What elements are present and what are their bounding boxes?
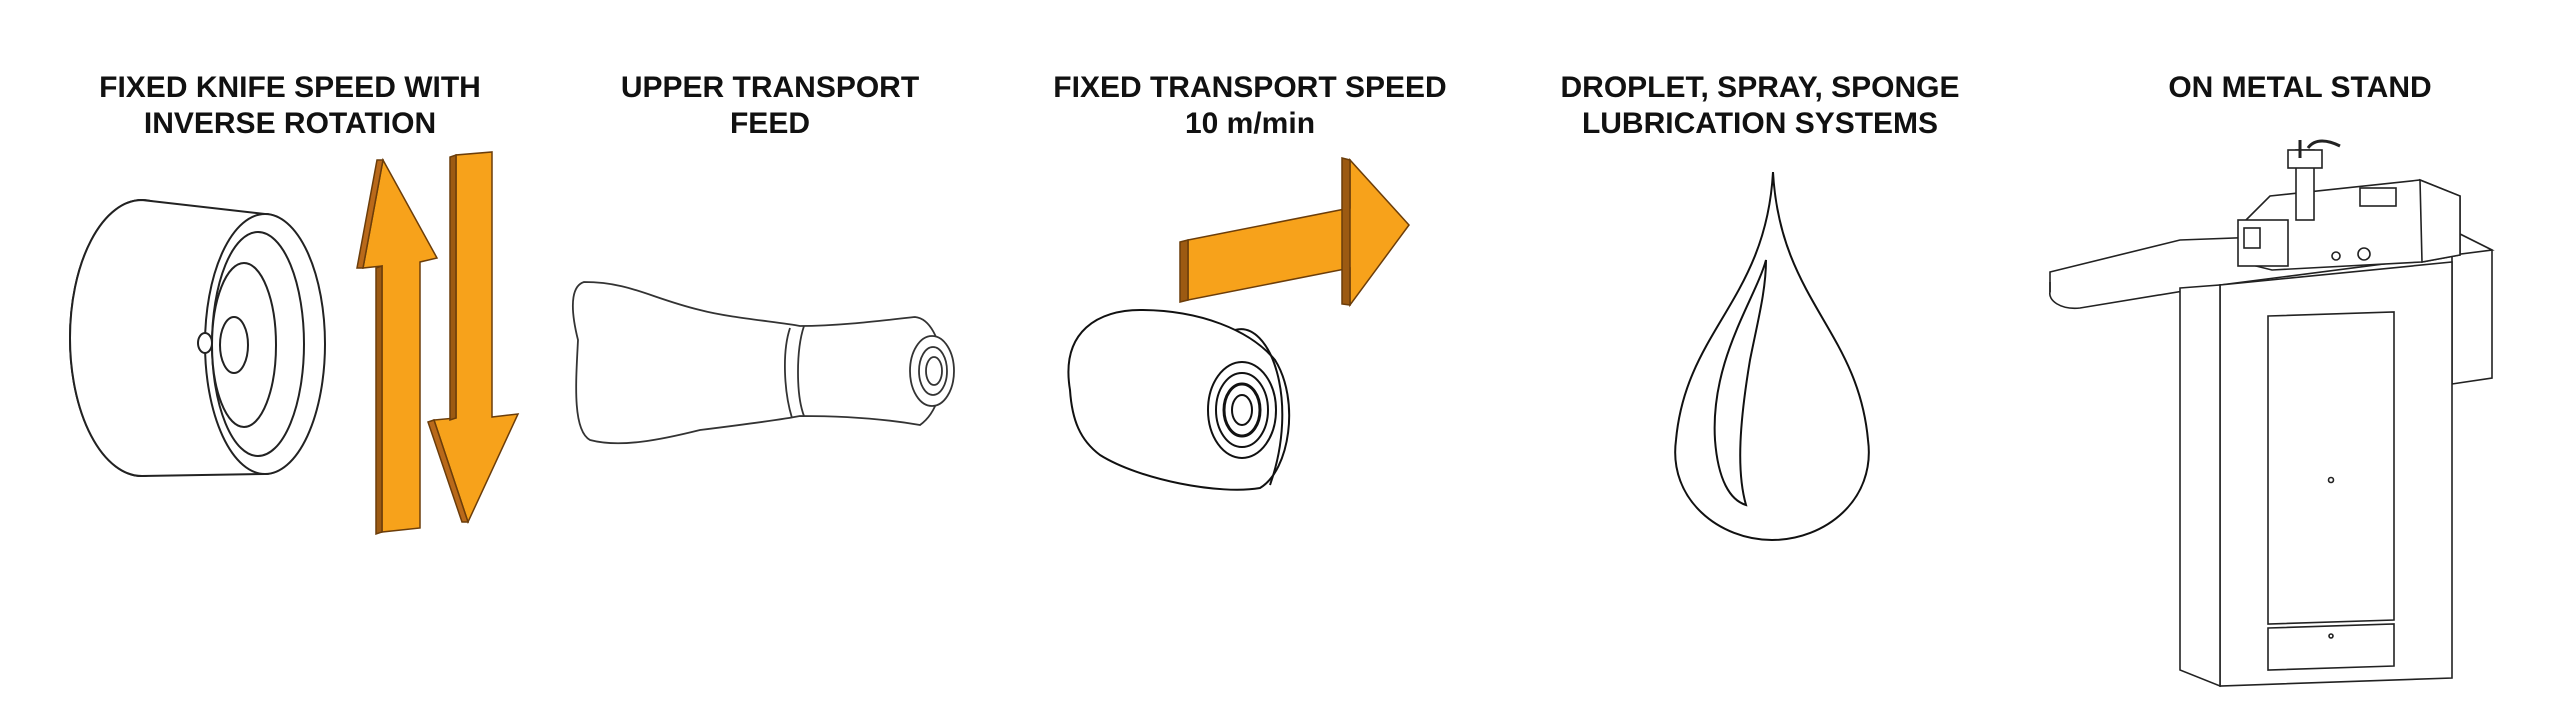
feature-title-line-1: FIXED KNIFE SPEED WITH (99, 71, 481, 104)
feature-lubrication-systems: DROPLET, SPRAY, SPONGE LUBRICATION SYSTE… (1540, 0, 1980, 717)
wheel-icon (1067, 308, 1291, 491)
feature-title-line-2: LUBRICATION SYSTEMS (1581, 107, 1939, 140)
feature-upper-transport-feed: UPPER TRANSPORT FEED (560, 0, 980, 717)
feature-title: ON METAL STAND (2040, 70, 2560, 106)
feature-title-line-2: FEED (729, 107, 810, 140)
knife-icon (68, 198, 326, 478)
feature-title-line-2: 10 m/min (1184, 107, 1316, 140)
droplet-icon (1674, 171, 1870, 542)
feature-title: FIXED KNIFE SPEED WITH INVERSE ROTATION (30, 70, 550, 142)
feature-title-line-1: ON METAL STAND (2168, 71, 2432, 104)
transport-wheel-with-arrow-icon (1067, 157, 1410, 491)
feature-fixed-transport-speed: FIXED TRANSPORT SPEED 10 m/min (1020, 0, 1480, 717)
feature-title: UPPER TRANSPORT FEED (560, 70, 980, 142)
feature-title: FIXED TRANSPORT SPEED 10 m/min (1020, 70, 1480, 142)
feature-fixed-knife-speed: FIXED KNIFE SPEED WITH INVERSE ROTATION (30, 0, 550, 717)
feature-on-metal-stand: ON METAL STAND (2040, 0, 2560, 717)
feature-title-line-1: FIXED TRANSPORT SPEED (1053, 71, 1447, 104)
machine-on-metal-stand-icon (2049, 139, 2495, 688)
up-arrow-icon (356, 157, 439, 536)
down-arrow-icon (427, 151, 520, 525)
rotating-knife-with-up-down-arrows-icon (68, 151, 520, 536)
right-arrow-icon (1179, 157, 1410, 308)
transport-feed-roller-icon (571, 281, 955, 445)
feature-title-line-2: INVERSE ROTATION (143, 107, 437, 140)
feature-title-line-1: UPPER TRANSPORT (620, 71, 920, 104)
feature-title-line-1: DROPLET, SPRAY, SPONGE (1560, 71, 1960, 104)
feature-title: DROPLET, SPRAY, SPONGE LUBRICATION SYSTE… (1540, 70, 1980, 142)
